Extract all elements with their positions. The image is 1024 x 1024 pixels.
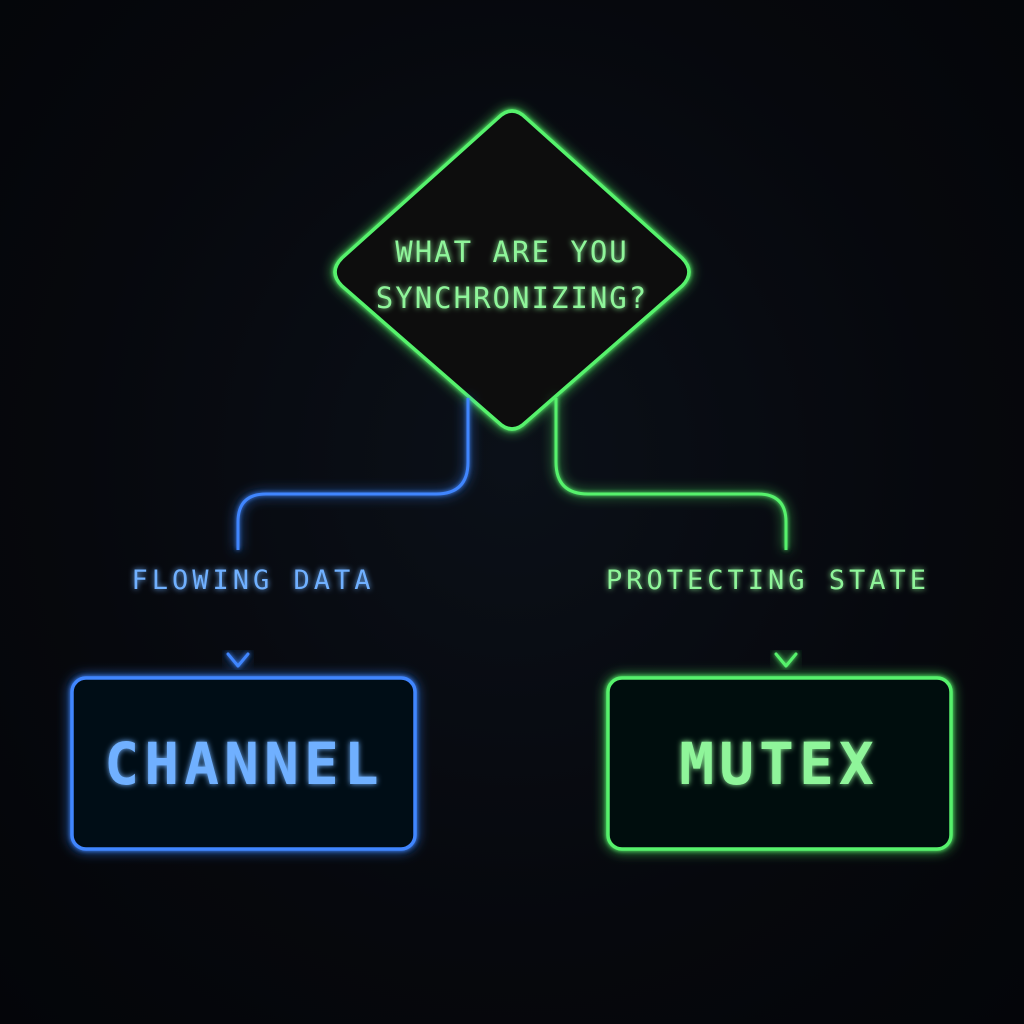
left-arrowhead-icon xyxy=(226,652,250,668)
left-edge-label: FLOWING DATA xyxy=(131,565,374,596)
decision-diamond xyxy=(333,109,691,431)
right-arrowhead-icon xyxy=(774,652,798,668)
mutex-box xyxy=(606,676,953,851)
mutex-label: MUTEX xyxy=(679,730,879,798)
channel-label: CHANNEL xyxy=(104,730,383,798)
right-connector-line xyxy=(554,398,788,550)
decision-question-line-1: WHAT ARE YOU xyxy=(395,235,629,269)
right-edge-label: PROTECTING STATE xyxy=(606,565,930,596)
decision-question-line-2: SYNCHRONIZING? xyxy=(376,281,648,315)
channel-box xyxy=(70,676,417,851)
left-connector-line xyxy=(236,398,470,550)
